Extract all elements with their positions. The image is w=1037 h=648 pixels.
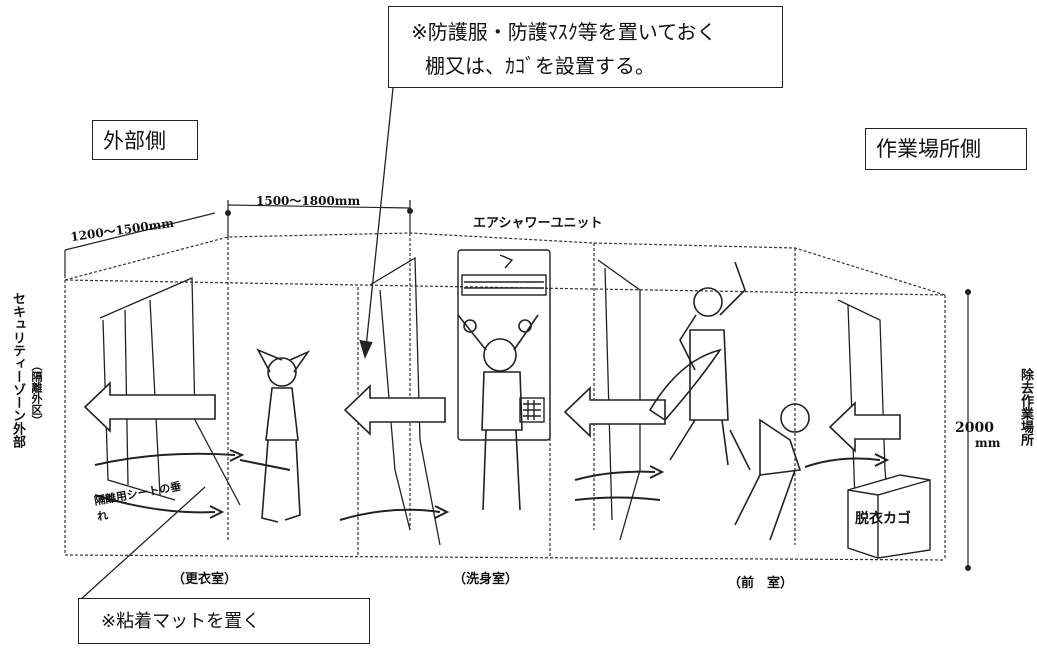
basket-label: 脱衣カゴ <box>855 511 911 527</box>
callout-shelf-note: ※防護服・防護ﾏｽｸ等を置いておく 棚又は、ｶｺﾞを設置する。 <box>388 6 783 88</box>
zone-left-sub-label: （隔離外区） <box>30 360 43 426</box>
room-washing-label: （洗身室） <box>453 572 519 587</box>
callout-shelf-line1: ※防護服・防護ﾏｽｸ等を置いておく <box>411 20 717 44</box>
callout-shelf-line2: 棚又は、ｶｺﾞを設置する。 <box>425 54 655 78</box>
air-shower-unit-label: エアシャワーユニット <box>473 216 603 231</box>
dimension-height-unit: mm <box>975 436 1001 450</box>
zone-right-label: 除去作業場所 <box>1018 368 1033 446</box>
zone-left-label: セキュリティーゾーン外部 <box>10 292 25 448</box>
room-front-label: （前 室） <box>728 576 794 591</box>
external-side-label: 外部側 <box>92 120 198 160</box>
room-changing-label: （更衣室） <box>172 572 238 587</box>
dimension-width-2: 1500～1800mm <box>256 194 361 208</box>
work-area-side-label: 作業場所側 <box>865 128 1027 170</box>
callout-mat-note: ※粘着マットを置く <box>78 598 370 644</box>
dimension-height: 2000 <box>955 420 994 436</box>
